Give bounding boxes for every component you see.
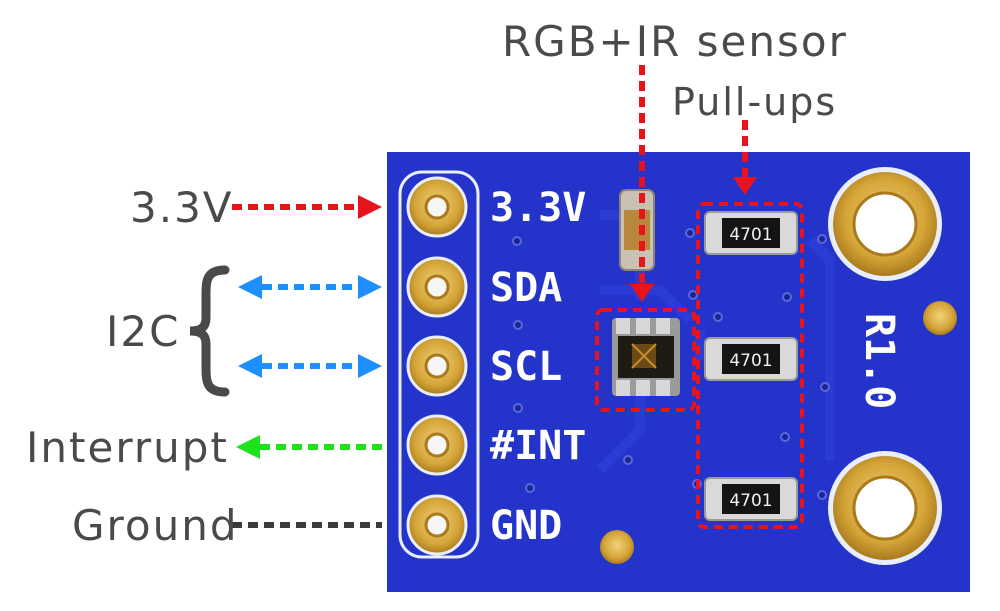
test-pad-right: [923, 301, 957, 335]
test-pad-bottom: [600, 530, 634, 564]
silk-pin-sda: SDA: [490, 265, 562, 311]
scl-arrowhead-left: [238, 354, 262, 378]
silk-pin-int: #INT: [490, 423, 586, 469]
header-outline: [398, 170, 480, 559]
resistor-2: 4701: [704, 337, 798, 381]
capacitor: [619, 189, 655, 271]
sda-arrowhead-left: [238, 275, 262, 299]
resistor-2-code: 4701: [729, 351, 772, 371]
pin-int-pad: [406, 414, 468, 476]
interrupt-arrowhead: [236, 435, 260, 459]
resistor-3: 4701: [704, 477, 798, 521]
resistor-3-code: 4701: [729, 491, 772, 511]
header-pins: [406, 176, 468, 556]
i2c-brace: [189, 265, 230, 397]
pin-sda-pad: [406, 256, 468, 318]
power-arrowhead: [358, 195, 382, 219]
callout-power: 3.3V: [130, 183, 234, 232]
pullups-arrowhead: [733, 177, 757, 195]
pcb-traces: [596, 210, 835, 474]
callout-pullups: Pull-ups: [672, 80, 837, 124]
silk-pin-scl: SCL: [490, 344, 562, 390]
pin-scl-pad: [406, 335, 468, 397]
callout-i2c: I2C: [106, 307, 180, 356]
pcb-vias: [512, 228, 830, 500]
mounting-hole-bottom: [828, 451, 942, 565]
sensor-highlight-box: [595, 308, 696, 412]
silk-pin-gnd: GND: [490, 503, 562, 549]
silk-revision: R1.0: [856, 313, 902, 409]
sda-arrowhead-right: [358, 275, 382, 299]
callout-interrupt: Interrupt: [26, 423, 229, 472]
pin-gnd-pad: [406, 494, 468, 556]
silk-pin-3v3: 3.3V: [490, 185, 586, 231]
sensor-arrowhead: [630, 284, 654, 302]
callout-ground: Ground: [72, 501, 239, 550]
pullups-highlight-box: [696, 202, 804, 529]
resistor-1-code: 4701: [729, 225, 772, 245]
rgb-ir-sensor-chip: [612, 318, 680, 396]
callout-sensor: RGB+IR sensor: [502, 17, 848, 66]
pin-3v3-pad: [406, 176, 468, 238]
resistor-1: 4701: [704, 211, 798, 255]
scl-arrowhead-right: [358, 354, 382, 378]
mounting-hole-top: [828, 167, 942, 281]
